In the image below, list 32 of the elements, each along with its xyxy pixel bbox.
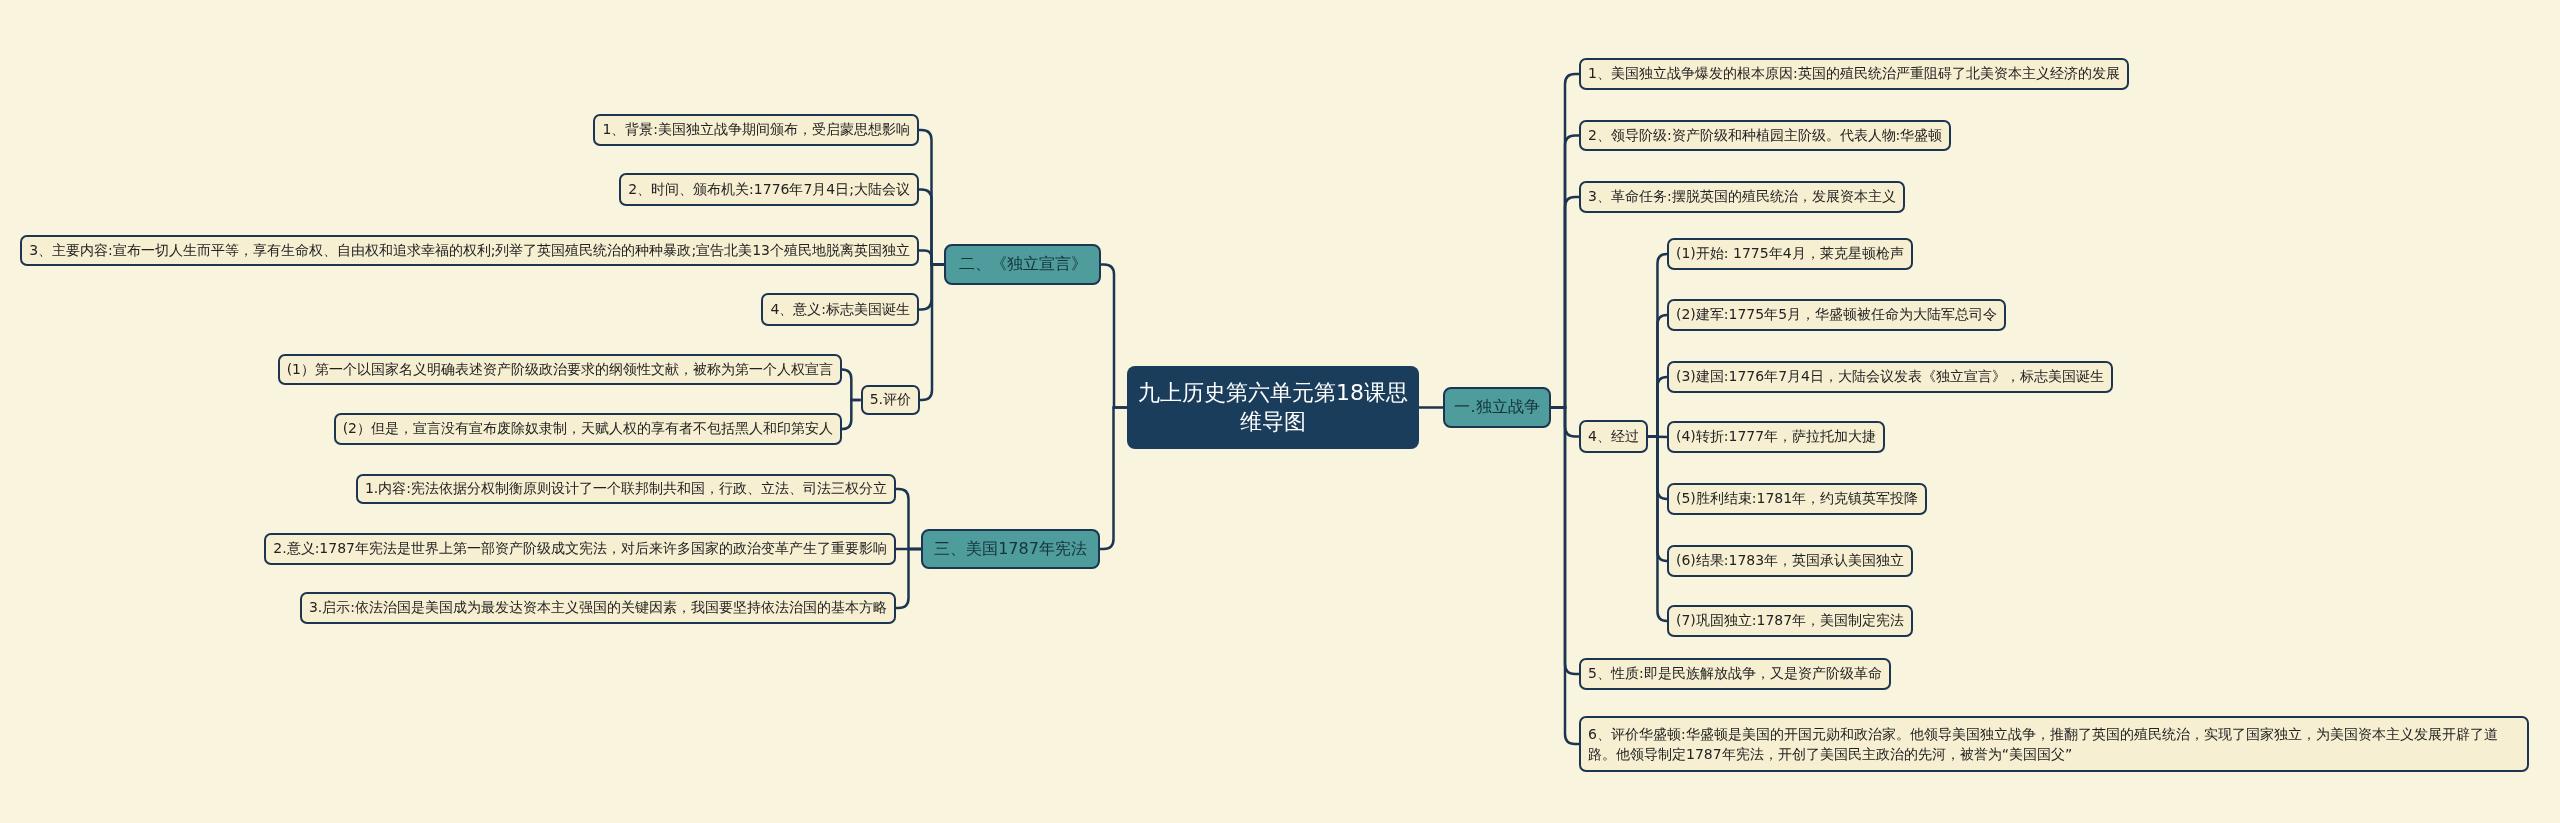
topic-box: (4)转折:1777年，萨拉托加大捷 bbox=[1667, 421, 1886, 453]
connector-line bbox=[1419, 406, 1443, 409]
topic-box: 1、美国独立战争爆发的根本原因:英国的殖民统治严重阻碍了北美资本主义经济的发展 bbox=[1579, 58, 2129, 90]
topic-box: (5)胜利结束:1781年，约克镇英军投降 bbox=[1667, 483, 1928, 515]
topic-box: (1)开始: 1775年4月，莱克星顿枪声 bbox=[1667, 238, 1913, 270]
topic-box: (3)建国:1776年7月4日，大陆会议发表《独立宣言》，标志美国诞生 bbox=[1667, 361, 2113, 393]
connector-line bbox=[920, 263, 944, 402]
topic-box: 4、经过 bbox=[1579, 420, 1648, 453]
central-topic: 九上历史第六单元第18课思维导图 bbox=[1127, 366, 1419, 449]
topic-box: 1、背景:美国独立战争期间颁布，受启蒙思想影响 bbox=[593, 114, 919, 146]
connector-line bbox=[896, 547, 921, 610]
branch-topic: 一.独立战争 bbox=[1443, 387, 1551, 428]
topic-box: 1.内容:宪法依据分权制衡原则设计了一个联邦制共和国，行政、立法、司法三权分立 bbox=[355, 474, 896, 504]
topic-box: 4、意义:标志美国诞生 bbox=[761, 293, 919, 326]
topic-box: 3.启示:依法治国是美国成为最发达资本主义强国的关键因素，我国要坚持依法治国的基本方略 bbox=[299, 592, 896, 624]
topic-box: 3、革命任务:摆脱英国的殖民统治，发展资本主义 bbox=[1579, 181, 1905, 213]
topic-box: 6、评价华盛顿:华盛顿是美国的开国元勋和政治家。他领导美国独立战争，推翻了英国的殖民统治，实现了国家独立，为美国资本主义发展开辟了道路。他领导制定1787年宪法，开创了美国民主政治的先河，被誉为“美国国父” bbox=[1579, 716, 2529, 772]
branch-topic: 三、美国1787年宪法 bbox=[921, 529, 1100, 569]
topic-box: 2、领导阶级:资产阶级和种植园主阶级。代表人物:华盛顿 bbox=[1579, 120, 1952, 151]
topic-box: (2)建军:1775年5月，华盛顿被任命为大陆军总司令 bbox=[1667, 299, 2007, 331]
topic-box: 2、时间、颁布机关:1776年7月4日;大陆会议 bbox=[619, 173, 919, 206]
topic-box: 5、性质:即是民族解放战争，又是资产阶级革命 bbox=[1579, 658, 1891, 690]
topic-box: (7)巩固独立:1787年，美国制定宪法 bbox=[1667, 605, 1914, 637]
topic-box: 5.评价 bbox=[860, 385, 920, 415]
branch-topic: 二、《独立宣言》 bbox=[944, 244, 1101, 285]
topic-box: (1）第一个以国家名义明确表述资产阶级政治要求的纲领性文献，被称为第一个人权宣言 bbox=[277, 354, 842, 385]
topic-box: 2.意义:1787年宪法是世界上第一部资产阶级成文宪法，对后来许多国家的政治变革产生了重要影响 bbox=[264, 533, 896, 565]
topic-box: (2）但是，宣言没有宣布废除奴隶制，天赋人权的享有者不包括黑人和印第安人 bbox=[333, 413, 842, 445]
topic-box: 3、主要内容:宣布一切人生而平等，享有生命权、自由权和追求幸福的权利;列举了英国殖民统治的种种暴政;宣告北美13个殖民地脱离英国独立 bbox=[20, 235, 919, 266]
connector-line bbox=[840, 398, 861, 431]
topic-box: (6)结果:1783年，英国承认美国独立 bbox=[1667, 545, 1914, 577]
connector-line bbox=[1647, 435, 1669, 623]
